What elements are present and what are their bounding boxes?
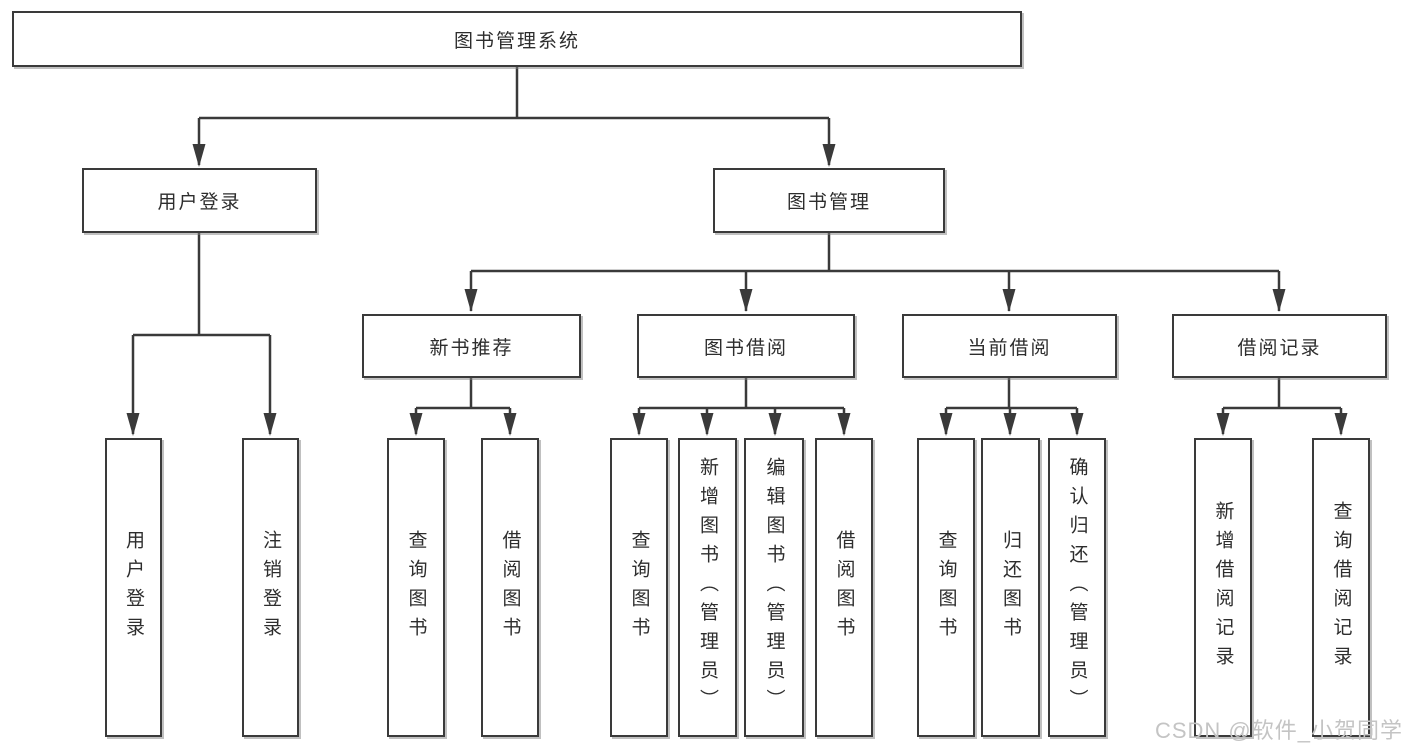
arrow-icon — [126, 413, 140, 436]
leaf-edit-books-admin: 编辑图书（管理员） — [744, 438, 804, 737]
arrow-icon — [1003, 413, 1017, 436]
leaf-return-books: 归还图书 — [981, 438, 1040, 737]
leaf-query-books-borrow: 查询图书 — [610, 438, 668, 737]
node-book-borrow: 图书借阅 — [637, 314, 855, 378]
arrow-icon — [1070, 413, 1084, 436]
node-new-book-recommend: 新书推荐 — [362, 314, 581, 378]
arrow-icon — [503, 413, 517, 436]
leaf-borrow-books-recommend: 借阅图书 — [481, 438, 539, 737]
node-root-system: 图书管理系统 — [12, 11, 1022, 67]
leaf-query-books-current: 查询图书 — [917, 438, 975, 737]
arrow-icon — [409, 413, 423, 436]
arrow-icon — [192, 144, 206, 167]
node-user-login: 用户登录 — [82, 168, 317, 233]
node-current-borrow: 当前借阅 — [902, 314, 1117, 378]
arrow-icon — [739, 289, 753, 312]
arrow-icon — [263, 413, 277, 436]
node-borrow-record: 借阅记录 — [1172, 314, 1387, 378]
arrow-icon — [700, 413, 714, 436]
arrow-icon — [768, 413, 782, 436]
arrowheads — [126, 144, 1348, 436]
arrow-icon — [1216, 413, 1230, 436]
tree-edges — [131, 67, 1343, 434]
node-book-management: 图书管理 — [713, 168, 945, 233]
arrow-icon — [464, 289, 478, 312]
leaf-confirm-return-admin: 确认归还（管理员） — [1048, 438, 1106, 737]
leaf-add-borrow-record: 新增借阅记录 — [1194, 438, 1252, 737]
leaf-user-login: 用户登录 — [105, 438, 162, 737]
leaf-add-books-admin: 新增图书（管理员） — [678, 438, 737, 737]
csdn-watermark: CSDN @软件_小贺同学 — [1154, 718, 1403, 743]
arrow-icon — [1272, 289, 1286, 312]
arrow-icon — [939, 413, 953, 436]
leaf-logout: 注销登录 — [242, 438, 299, 737]
arrow-icon — [632, 413, 646, 436]
leaf-query-borrow-record: 查询借阅记录 — [1312, 438, 1370, 737]
arrow-icon — [822, 144, 836, 167]
arrow-icon — [837, 413, 851, 436]
arrow-icon — [1334, 413, 1348, 436]
arrow-icon — [1002, 289, 1016, 312]
leaf-borrow-books: 借阅图书 — [815, 438, 873, 737]
leaf-query-books-recommend: 查询图书 — [387, 438, 445, 737]
